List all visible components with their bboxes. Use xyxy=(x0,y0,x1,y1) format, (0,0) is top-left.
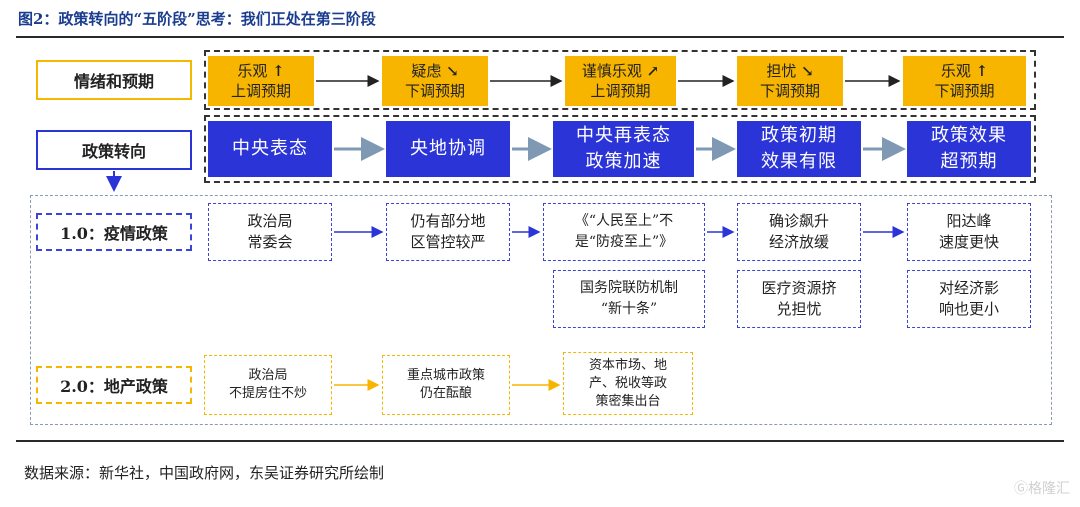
sentiment-stage: 乐观 ↑ 下调预期 xyxy=(903,56,1026,106)
covid-stage: 《“人民至上”不 是“防疫至上”》 xyxy=(543,203,705,261)
property-stage: 重点城市政策 仍在酝酿 xyxy=(382,355,510,415)
policy-stage: 央地协调 xyxy=(386,121,510,177)
row-label-covid-policy: 1.0：疫情政策 xyxy=(36,213,192,251)
covid-stage: 阳达峰 速度更快 xyxy=(907,203,1031,261)
trend-arrow-icon: ↑ xyxy=(975,62,989,80)
policy-stage: 中央再表态 政策加速 xyxy=(553,121,694,177)
covid-stage: 政治局 常委会 xyxy=(208,203,332,261)
sentiment-stage-head: 谨慎乐观 ↗ xyxy=(581,62,660,80)
covid-stage: 仍有部分地 区管控较严 xyxy=(386,203,510,261)
figure-title: 图2：政策转向的“五阶段”思考：我们正处在第三阶段 xyxy=(18,10,376,28)
row-label-sentiment: 情绪和预期 xyxy=(36,60,192,100)
sentiment-frame xyxy=(204,50,1036,110)
sentiment-stage-head: 疑虑 ↘ xyxy=(411,62,459,80)
row-label-property-policy: 2.0：地产政策 xyxy=(36,366,192,404)
policy-stage: 政策效果 超预期 xyxy=(907,121,1031,177)
row-label-policy: 政策转向 xyxy=(36,130,192,170)
sentiment-stage-head: 担忧 ↘ xyxy=(766,62,814,80)
top-rule xyxy=(16,36,1064,38)
policy-stage: 中央表态 xyxy=(208,121,332,177)
trend-arrow-icon: ↘ xyxy=(801,62,814,80)
property-stage: 资本市场、地 产、税收等政 策密集出台 xyxy=(563,352,693,415)
watermark-icon: Ⓖ xyxy=(1014,481,1028,497)
detail-frame xyxy=(30,195,1052,425)
property-stage: 政治局 不提房住不炒 xyxy=(204,355,332,415)
trend-arrow-icon: ↘ xyxy=(446,62,459,80)
trend-arrow-icon: ↗ xyxy=(646,62,660,80)
covid-substage: 国务院联防机制 “新十条” xyxy=(553,270,705,328)
sentiment-stage-head: 乐观 ↑ xyxy=(237,62,285,80)
source-note: 数据来源：新华社，中国政府网，东吴证券研究所绘制 xyxy=(24,464,385,482)
covid-substage: 医疗资源挤 兑担忧 xyxy=(737,270,861,328)
watermark-logo: Ⓖ格隆汇 xyxy=(1014,481,1070,497)
trend-arrow-icon: ↑ xyxy=(272,62,285,80)
bottom-rule xyxy=(16,440,1064,442)
policy-stage: 政策初期 效果有限 xyxy=(737,121,861,177)
sentiment-stage: 疑虑 ↘ 下调预期 xyxy=(382,56,488,106)
sentiment-stage: 担忧 ↘ 下调预期 xyxy=(737,56,843,106)
covid-stage: 确诊飙升 经济放缓 xyxy=(737,203,861,261)
covid-substage: 对经济影 响也更小 xyxy=(907,270,1031,328)
sentiment-stage: 乐观 ↑ 上调预期 xyxy=(208,56,314,106)
sentiment-stage: 谨慎乐观 ↗ 上调预期 xyxy=(565,56,676,106)
sentiment-stage-head: 乐观 ↑ xyxy=(940,62,989,80)
policy-frame xyxy=(204,115,1036,183)
